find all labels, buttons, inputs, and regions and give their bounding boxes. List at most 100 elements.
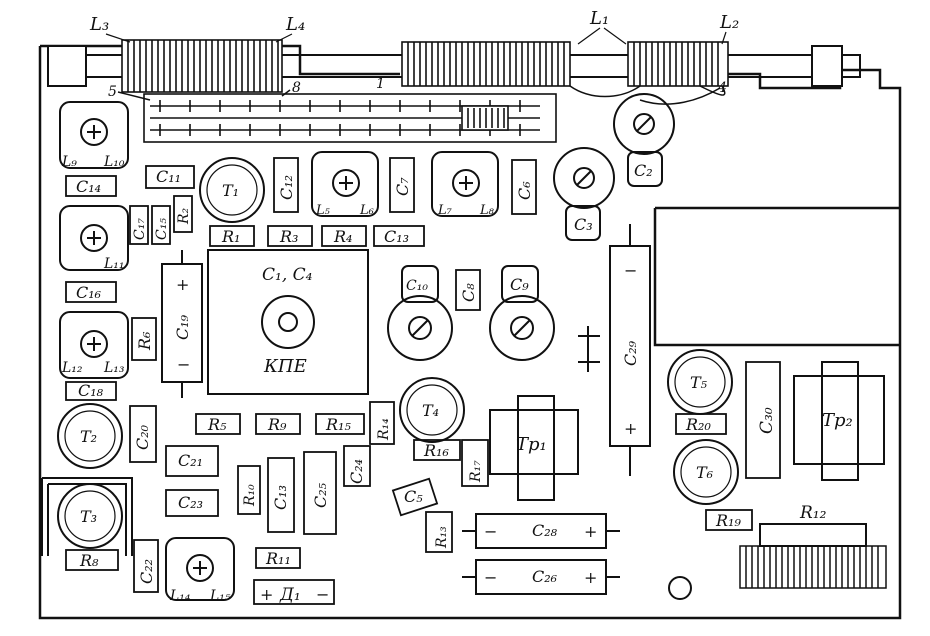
trimmer-c2 [613, 93, 675, 187]
label-r11: R₁₁ [265, 549, 291, 568]
kpe-block [207, 249, 369, 395]
label-c13a: C₁₃ [271, 485, 290, 510]
d1-plus: + [260, 585, 273, 604]
label-t6: T₆ [696, 463, 714, 482]
label-t1: T₁ [222, 181, 239, 200]
label-t2: T₂ [80, 427, 97, 446]
label-c18: C₁₈ [78, 381, 104, 400]
label-r13: R₁₃ [434, 526, 450, 549]
callout-1: 1 [376, 76, 385, 92]
transistor-t6 [673, 439, 739, 505]
label-c23: C₂₃ [178, 493, 203, 512]
trimmer-c9 [489, 265, 555, 361]
transformer-tp2 [793, 361, 885, 481]
callout-leaders [105, 27, 727, 45]
label-c19: C₁₉ [173, 314, 192, 340]
label-t5: T₅ [690, 373, 708, 392]
label-c13b: C₁₃ [384, 227, 409, 246]
label-c15: C₁₅ [154, 218, 170, 240]
t3-bracket [41, 477, 133, 556]
label-c20: C₂₀ [133, 424, 152, 450]
label-l7: L₇ [437, 203, 453, 218]
callout-l2: L₂ [719, 12, 739, 33]
c19-plus: + [176, 275, 189, 294]
coil-core-l11 [59, 205, 129, 271]
label-l14: L₁₄ [169, 588, 191, 604]
jumper [578, 326, 600, 372]
c28-plus: + [584, 522, 597, 541]
c19-minus: − [177, 355, 190, 374]
label-r12: R₁₂ [799, 503, 827, 523]
label-r3: R₃ [279, 227, 298, 246]
label-l9: L₉ [61, 154, 77, 170]
label-l13: L₁₃ [103, 360, 125, 376]
label-r1: R₁ [221, 227, 240, 246]
label-c12: C₁₂ [277, 175, 296, 200]
label-r2: R₂ [176, 207, 192, 225]
transformer-tp1 [489, 395, 579, 501]
coil-l2 [627, 41, 729, 87]
label-c8: C₈ [459, 283, 478, 302]
label-tp2: Tp₂ [822, 410, 853, 431]
rod-end-right [811, 45, 843, 87]
label-l8: L₈ [479, 203, 495, 218]
label-c3: C₃ [574, 215, 593, 234]
callout-5: 5 [108, 84, 117, 100]
callout-l4: L₄ [285, 14, 305, 35]
band-switch [143, 93, 557, 143]
label-r9: R₉ [267, 415, 287, 434]
callout-l3: L₃ [89, 14, 109, 35]
trimmer-c10 [387, 265, 453, 361]
label-c26: C₂₆ [532, 567, 558, 586]
coil-l1 [401, 41, 571, 87]
label-c2: C₂ [634, 161, 653, 180]
callout-8: 8 [292, 80, 301, 96]
label-r10: R₁₀ [242, 484, 258, 507]
heatsink [739, 545, 887, 589]
label-c21: C₂₁ [178, 451, 203, 470]
label-c17: C₁₇ [132, 218, 148, 240]
transistor-t2 [57, 403, 123, 469]
label-r16: R₁₆ [423, 441, 449, 460]
board-outline [38, 44, 902, 620]
trimmer-c3 [553, 147, 615, 241]
mounting-hole [668, 576, 692, 600]
capacitor-c19 [161, 250, 203, 398]
label-c7: C₇ [393, 177, 412, 196]
label-c28: C₂₈ [532, 521, 558, 540]
label-c6: C₆ [515, 181, 534, 200]
label-c24: C₂₄ [347, 459, 366, 484]
label-c29: C₂₉ [621, 340, 640, 366]
transistor-t1 [199, 157, 265, 223]
label-c11: C₁₁ [156, 167, 181, 186]
c29-minus: − [624, 261, 637, 280]
label-r15: R₁₅ [325, 415, 351, 434]
label-r20: R₂₀ [685, 415, 711, 434]
c28-minus: − [484, 522, 497, 541]
label-l15: L₁₅ [209, 588, 231, 604]
label-l12: L₁₂ [61, 360, 83, 376]
small-components [65, 157, 781, 605]
capacitor-c28 [462, 513, 620, 549]
label-c9: C₉ [510, 275, 529, 294]
label-l10: L₁₀ [103, 154, 125, 170]
c26-plus: + [584, 568, 597, 587]
label-r17: R₁₇ [468, 460, 484, 483]
coil-core-l14-l15 [165, 537, 235, 601]
d1-minus: − [316, 585, 329, 604]
label-c22: C₂₂ [137, 559, 156, 584]
label-kpe: КПЕ [263, 356, 307, 377]
callout-4: 4 [717, 80, 727, 96]
label-t4: T₄ [422, 401, 439, 420]
c26-minus: − [484, 568, 497, 587]
label-tp1: Tp₁ [516, 434, 547, 455]
c29-plus: + [624, 419, 637, 438]
coil-leads [117, 85, 726, 101]
label-l5: L₅ [315, 203, 331, 218]
label-c14: C₁₄ [76, 177, 101, 196]
coil-core-l7-l8 [431, 151, 499, 217]
label-r8: R₈ [79, 551, 99, 570]
label-l11: L₁₁ [103, 256, 125, 272]
coil-core-l5-l6 [311, 151, 379, 217]
